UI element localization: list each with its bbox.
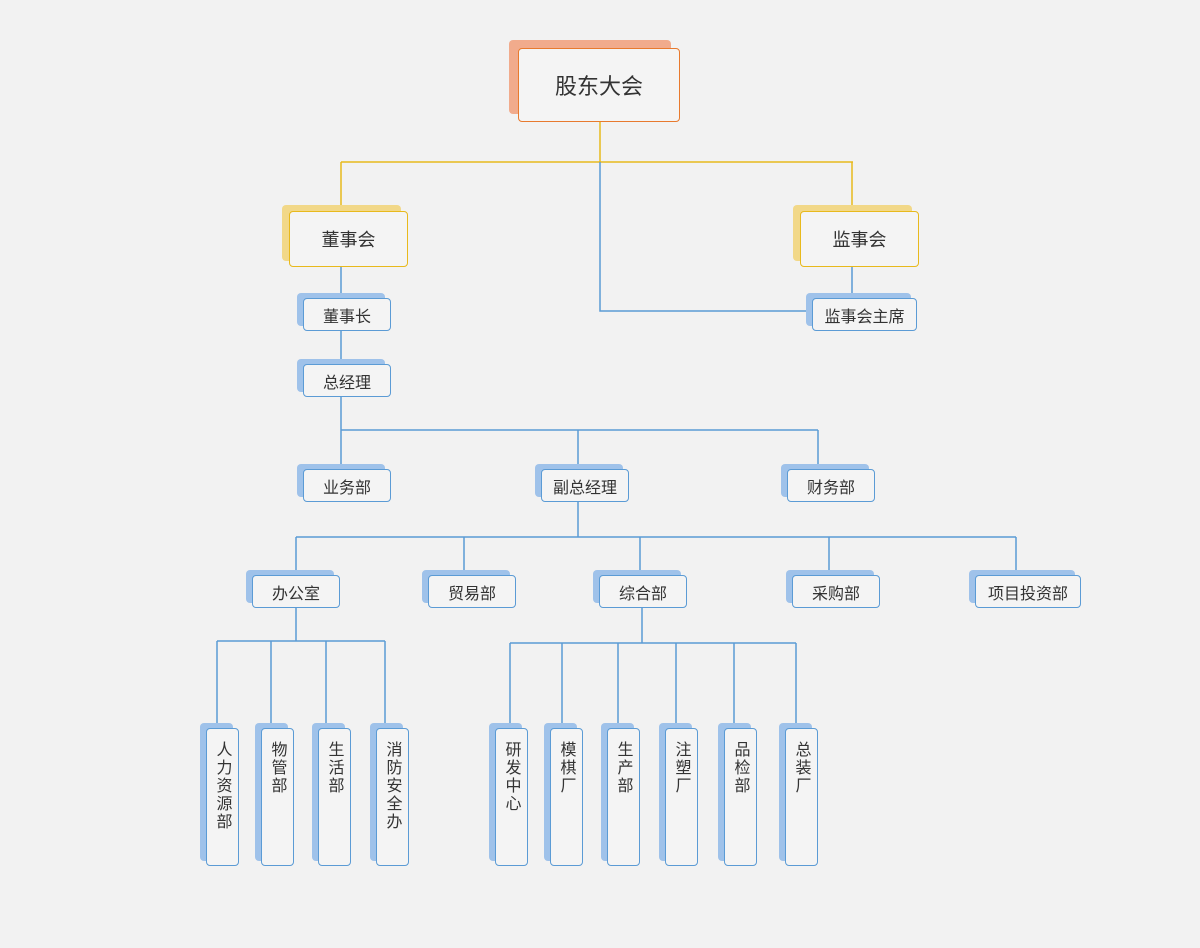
node-label: 业务部	[322, 477, 371, 497]
connector-general-children	[509, 608, 797, 723]
node-label: 品检部	[731, 741, 751, 795]
node-fire-safety-office: 消防安全办	[370, 723, 409, 866]
connector-office-children	[216, 608, 386, 723]
node-general-dept: 综合部	[593, 570, 687, 608]
node-supervisory-board: 监事会	[793, 205, 919, 267]
node-board: 董事会	[282, 205, 408, 267]
node-label: 贸易部	[447, 583, 496, 603]
node-label: 消防安全办	[383, 741, 403, 831]
node-property-dept: 物管部	[255, 723, 294, 866]
node-label: 总经理	[322, 372, 371, 392]
node-label: 董事长	[322, 306, 371, 326]
node-label: 监事会主席	[824, 306, 905, 326]
node-label: 财务部	[806, 477, 855, 497]
node-finance-dept: 财务部	[781, 464, 875, 502]
node-label: 采购部	[811, 583, 860, 603]
node-purchasing-dept: 采购部	[786, 570, 880, 608]
node-label: 生活部	[325, 741, 345, 795]
node-project-investment-dept: 项目投资部	[969, 570, 1081, 608]
node-chairman: 董事长	[297, 293, 391, 331]
node-business-dept: 业务部	[297, 464, 391, 502]
connector-root-to-supervisory-chairman	[599, 162, 812, 312]
node-shareholders-meeting: 股东大会	[509, 40, 680, 122]
node-label: 研发中心	[502, 741, 522, 813]
node-label: 模棋厂	[557, 741, 577, 795]
connector-departments	[295, 502, 1017, 571]
node-quality-dept: 品检部	[718, 723, 757, 866]
node-label: 生产部	[614, 741, 634, 795]
node-deputy-gm: 副总经理	[535, 464, 629, 502]
node-label: 副总经理	[552, 477, 617, 497]
node-label: 监事会	[832, 230, 887, 251]
node-general-manager: 总经理	[297, 359, 391, 397]
node-label: 人力资源部	[213, 741, 233, 831]
node-assembly-factory: 总装厂	[779, 723, 818, 866]
node-injection-factory: 注塑厂	[659, 723, 698, 866]
node-label: 注塑厂	[672, 741, 692, 795]
node-label: 综合部	[618, 583, 667, 603]
node-label: 物管部	[268, 741, 288, 795]
node-mold-factory: 模棋厂	[544, 723, 583, 866]
node-label: 办公室	[271, 583, 320, 603]
node-office: 办公室	[246, 570, 340, 608]
node-rd-center: 研发中心	[489, 723, 528, 866]
node-trade-dept: 贸易部	[422, 570, 516, 608]
node-label: 项目投资部	[987, 583, 1068, 603]
node-living-dept: 生活部	[312, 723, 351, 866]
node-label: 总装厂	[792, 741, 812, 795]
node-supervisory-chairman: 监事会主席	[806, 293, 917, 331]
node-label: 董事会	[321, 230, 376, 251]
connector-management	[340, 267, 819, 465]
node-label: 股东大会	[554, 75, 643, 100]
node-hr-dept: 人力资源部	[200, 723, 239, 866]
node-production-dept: 生产部	[601, 723, 640, 866]
gold-connectors	[340, 122, 853, 205]
